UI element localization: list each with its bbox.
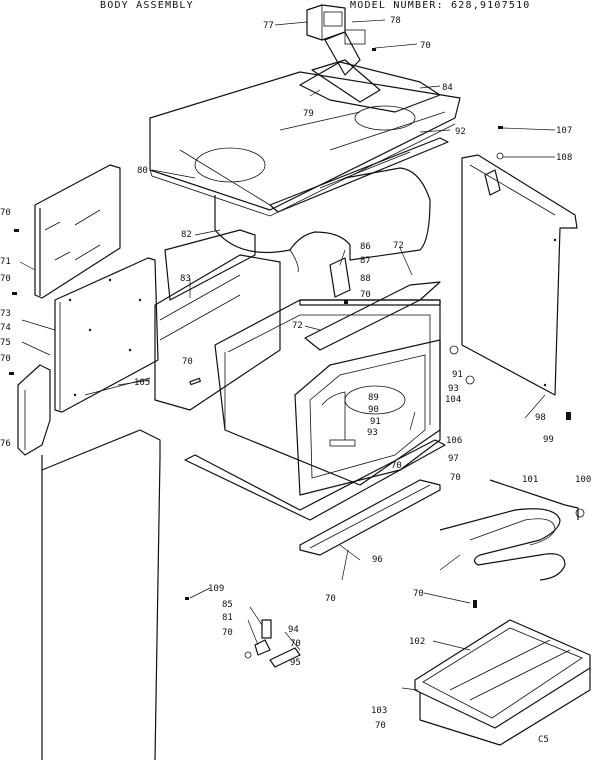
callout-70: 70	[420, 41, 431, 51]
callout-89: 89	[368, 393, 379, 403]
diagram-title: BODY ASSEMBLY	[100, 0, 194, 11]
callout-70: 70	[182, 357, 193, 367]
callout-83: 83	[180, 274, 191, 284]
callout-77: 77	[263, 21, 274, 31]
leader-lines	[19, 19, 556, 691]
callout-99: 99	[543, 435, 554, 445]
callout-70: 70	[413, 589, 424, 599]
callout-76: 76	[0, 439, 11, 449]
callout-87: 87	[360, 256, 371, 266]
callout-106: 106	[446, 436, 462, 446]
callout-95: 95	[290, 658, 301, 668]
callout-98: 98	[535, 413, 546, 423]
outer-body-shell	[41, 377, 161, 761]
callout-70: 70	[360, 290, 371, 300]
callout-91: 91	[452, 370, 463, 380]
model-number-label: MODEL NUMBER: 628,9107510	[350, 0, 531, 11]
callout-93: 93	[367, 428, 378, 438]
callout-75: 75	[0, 338, 11, 348]
callout-108: 108	[556, 153, 572, 163]
top-bracket	[269, 137, 449, 213]
callout-70: 70	[375, 721, 386, 731]
callout-84: 84	[442, 83, 453, 93]
callout-70: 70	[0, 274, 11, 284]
callout-101: 101	[522, 475, 538, 485]
callout-72: 72	[292, 321, 303, 331]
callout-94: 94	[288, 625, 299, 635]
callout-96: 96	[372, 555, 383, 565]
callout-86: 86	[360, 242, 371, 252]
callout-80: 80	[137, 166, 148, 176]
right-side-panel	[461, 154, 578, 396]
callout-100: 100	[575, 475, 591, 485]
oven-insulation	[154, 229, 281, 411]
callout-81: 81	[222, 613, 233, 623]
callout-85: 85	[222, 600, 233, 610]
callout-70: 70	[450, 473, 461, 483]
callout-labels: 77 78 70 84 79 92 107 108 80 70 71 70 73…	[0, 16, 591, 745]
callout-104: 104	[445, 395, 461, 405]
vent-duct	[299, 4, 441, 113]
hinge-hardware	[189, 377, 301, 668]
broil-element	[439, 479, 585, 581]
callout-92: 92	[455, 127, 466, 137]
callout-78: 78	[390, 16, 401, 26]
callout-70: 70	[222, 628, 233, 638]
oven-liner	[214, 299, 441, 486]
callout-109: 109	[208, 584, 224, 594]
callout-70: 70	[0, 354, 11, 364]
callout-90: 90	[368, 405, 379, 415]
callout-105: 105	[134, 378, 150, 388]
fasteners	[9, 48, 571, 608]
callout-70: 70	[325, 594, 336, 604]
callout-102: 102	[409, 637, 425, 647]
callout-79: 79	[303, 109, 314, 119]
callout-72: 72	[393, 241, 404, 251]
callout-82: 82	[181, 230, 192, 240]
top-panel	[149, 71, 461, 217]
side-trim-bracket	[17, 364, 51, 456]
callout-107: 107	[556, 126, 572, 136]
callout-103: 103	[371, 706, 387, 716]
callout-71: 71	[0, 257, 11, 267]
side-insulation-panel	[54, 257, 159, 413]
bottom-rail	[184, 439, 446, 521]
callout-70: 70	[391, 461, 402, 471]
callout-70: 70	[0, 208, 11, 218]
callout-88: 88	[360, 274, 371, 284]
callout-97: 97	[448, 454, 459, 464]
front-lower-trim	[299, 479, 441, 556]
left-side-panel	[34, 164, 121, 299]
callout-70: 70	[290, 639, 301, 649]
thermostat-bracket	[304, 257, 441, 351]
oven-front-frame	[294, 339, 441, 496]
callout-73: 73	[0, 309, 11, 319]
callout-93: 93	[448, 384, 459, 394]
callout-91: 91	[370, 417, 381, 427]
storage-drawer	[414, 619, 591, 746]
callout-74: 74	[0, 323, 11, 333]
diagram-code: C5	[538, 735, 549, 745]
flue-back	[214, 167, 431, 273]
